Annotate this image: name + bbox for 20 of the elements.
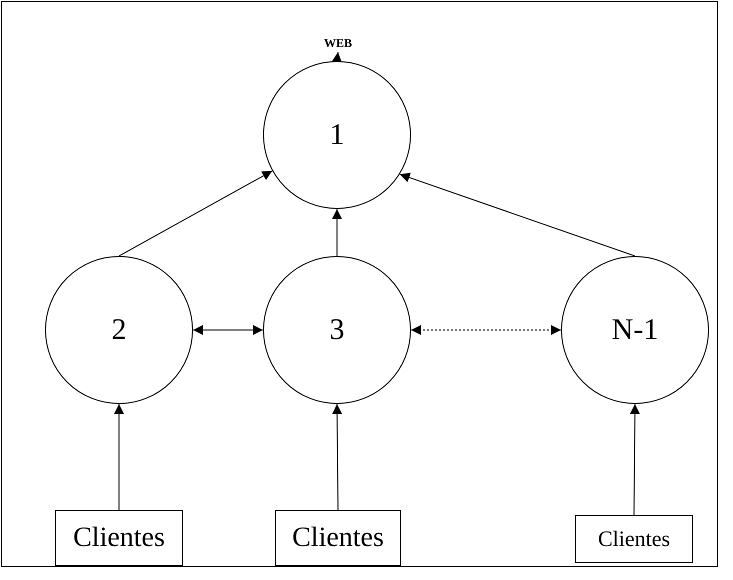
arrow [192, 325, 264, 335]
arrow [630, 404, 640, 516]
client-box [275, 510, 401, 566]
arrow [399, 172, 636, 256]
arrow [332, 208, 342, 256]
arrow [410, 325, 562, 335]
node-label: WEB [317, 34, 359, 52]
node-label: Clientes [292, 522, 384, 554]
arrow [118, 170, 273, 256]
arrow [114, 404, 124, 510]
node-label: 2 [112, 313, 126, 347]
client-box [55, 510, 183, 566]
node-label: N-1 [612, 313, 658, 347]
node-label: Clientes [73, 522, 165, 554]
arrow [332, 404, 342, 510]
node-label: 3 [330, 313, 344, 347]
client-box [575, 515, 693, 563]
node-label: 1 [330, 118, 344, 152]
node-label: Clientes [598, 526, 670, 552]
arrow [332, 52, 342, 62]
